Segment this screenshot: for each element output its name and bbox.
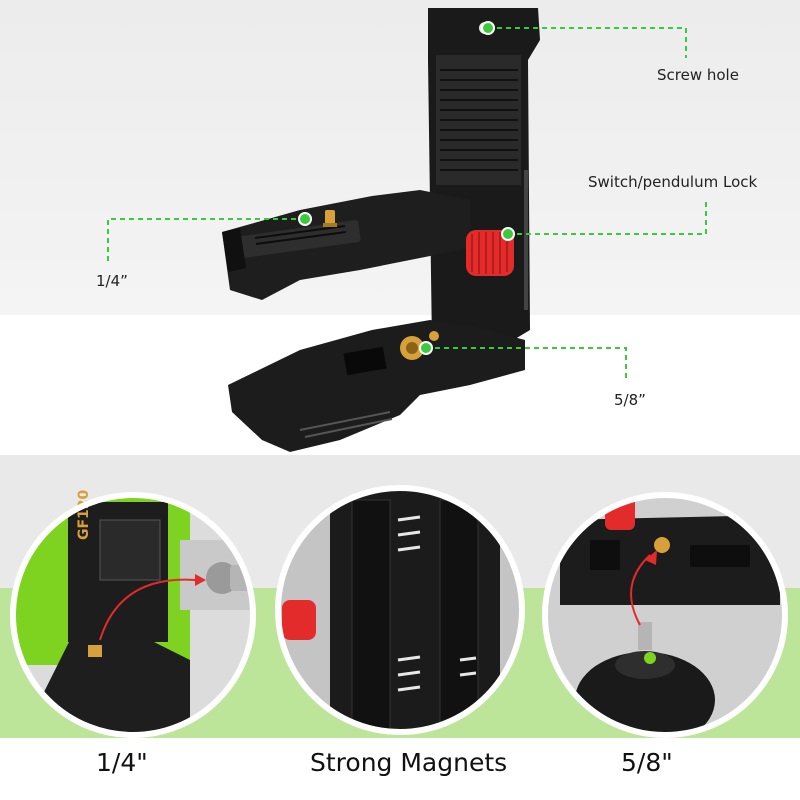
arrow-quarter-inch: [99, 578, 196, 641]
callout-dot-quarter-inch: [298, 212, 312, 226]
caption-five-eighths: 5/8": [621, 748, 673, 777]
thread-hole: [654, 537, 670, 553]
callout-five-eighths: 5/8”: [614, 391, 646, 409]
callout-dot-screw-hole: [481, 21, 495, 35]
wall-mount-bracket: [222, 8, 540, 452]
arrow-five-eighths: [630, 554, 651, 626]
detail-quarter-inch: GF120: [10, 489, 256, 738]
bracket-side-slot: [524, 170, 528, 310]
callout-line-screw-hole: [488, 27, 687, 58]
sliding-carriage: [222, 190, 470, 300]
callout-switch-lock: Switch/pendulum Lock: [588, 173, 758, 191]
bubble-level: [644, 652, 656, 664]
callout-dot-switch-lock: [501, 227, 515, 241]
callout-screw-hole: Screw hole: [657, 66, 739, 84]
detail-five-eighths: [542, 492, 788, 738]
callout-line-switch-lock: [508, 198, 707, 235]
base-slot: [343, 346, 387, 376]
laser-model-text: GF120: [76, 489, 92, 540]
callout-line-five-eighths: [426, 347, 627, 382]
caption-quarter-inch: 1/4": [96, 748, 148, 777]
callout-quarter-inch: 1/4”: [96, 272, 128, 290]
carriage-clip: [222, 228, 246, 272]
mount-plate-dark: [40, 640, 190, 733]
quarter-inch-screw: [325, 210, 335, 226]
tripod-screw: [638, 622, 652, 650]
bracket-base: [228, 320, 525, 452]
callout-line-quarter-inch: [107, 218, 305, 262]
detail-strong-magnets: [275, 485, 525, 735]
callout-dot-five-eighths: [419, 341, 433, 355]
background-caption-band: [0, 738, 800, 800]
bracket-underside: [560, 515, 780, 605]
caption-strong-magnets: Strong Magnets: [310, 748, 508, 777]
magnet-knob: [282, 600, 316, 640]
background-upper: [0, 0, 800, 315]
callout-lines: [107, 27, 707, 382]
